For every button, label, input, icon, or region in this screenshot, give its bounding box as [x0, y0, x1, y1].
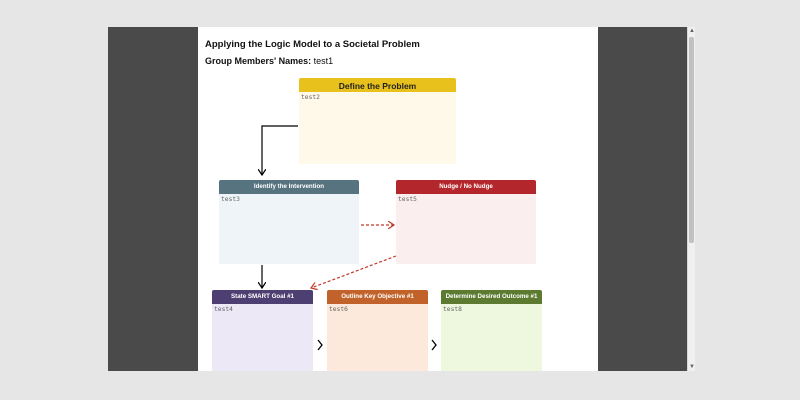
desired-outcome-field[interactable]: test8 — [441, 304, 542, 371]
key-objective-header: Outline Key Objective #1 — [327, 290, 428, 304]
scroll-down-icon[interactable]: ▼ — [689, 364, 695, 370]
key-objective-box: Outline Key Objective #1 test6 — [327, 290, 428, 371]
scroll-up-icon[interactable]: ▲ — [689, 28, 695, 34]
goal-to-objective-chevron — [317, 339, 323, 351]
nudge-header: Nudge / No Nudge — [396, 180, 536, 194]
desired-outcome-header: Determine Desired Outcome #1 — [441, 290, 542, 304]
document-viewer[interactable]: Applying the Logic Model to a Societal P… — [108, 27, 695, 371]
nudge-box: Nudge / No Nudge test5 — [396, 180, 536, 264]
define-problem-header: Define the Problem — [299, 78, 456, 94]
identify-intervention-box: Identify the Intervention test3 — [219, 180, 359, 264]
smart-goal-box: State SMART Goal #1 test4 — [212, 290, 313, 371]
desired-outcome-box: Determine Desired Outcome #1 test8 — [441, 290, 542, 371]
smart-goal-header: State SMART Goal #1 — [212, 290, 313, 304]
problem-to-intervention-arrow — [262, 125, 298, 175]
define-problem-field[interactable]: test2 — [299, 92, 456, 164]
define-problem-box: Define the Problem test2 — [299, 78, 456, 164]
group-members-value[interactable]: test1 — [311, 56, 334, 66]
objective-to-outcome-chevron — [431, 339, 437, 351]
vertical-scrollbar[interactable]: ▲ ▼ — [687, 27, 695, 371]
group-members-line: Group Members' Names: test1 — [205, 56, 333, 66]
key-objective-field[interactable]: test6 — [327, 304, 428, 371]
nudge-field[interactable]: test5 — [396, 194, 536, 264]
identify-intervention-field[interactable]: test3 — [219, 194, 359, 264]
scroll-thumb[interactable] — [689, 37, 694, 243]
page-title: Applying the Logic Model to a Societal P… — [205, 39, 420, 50]
document-page: Applying the Logic Model to a Societal P… — [198, 27, 598, 371]
smart-goal-field[interactable]: test4 — [212, 304, 313, 371]
group-members-label: Group Members' Names: — [205, 56, 312, 66]
identify-intervention-header: Identify the Intervention — [219, 180, 359, 194]
